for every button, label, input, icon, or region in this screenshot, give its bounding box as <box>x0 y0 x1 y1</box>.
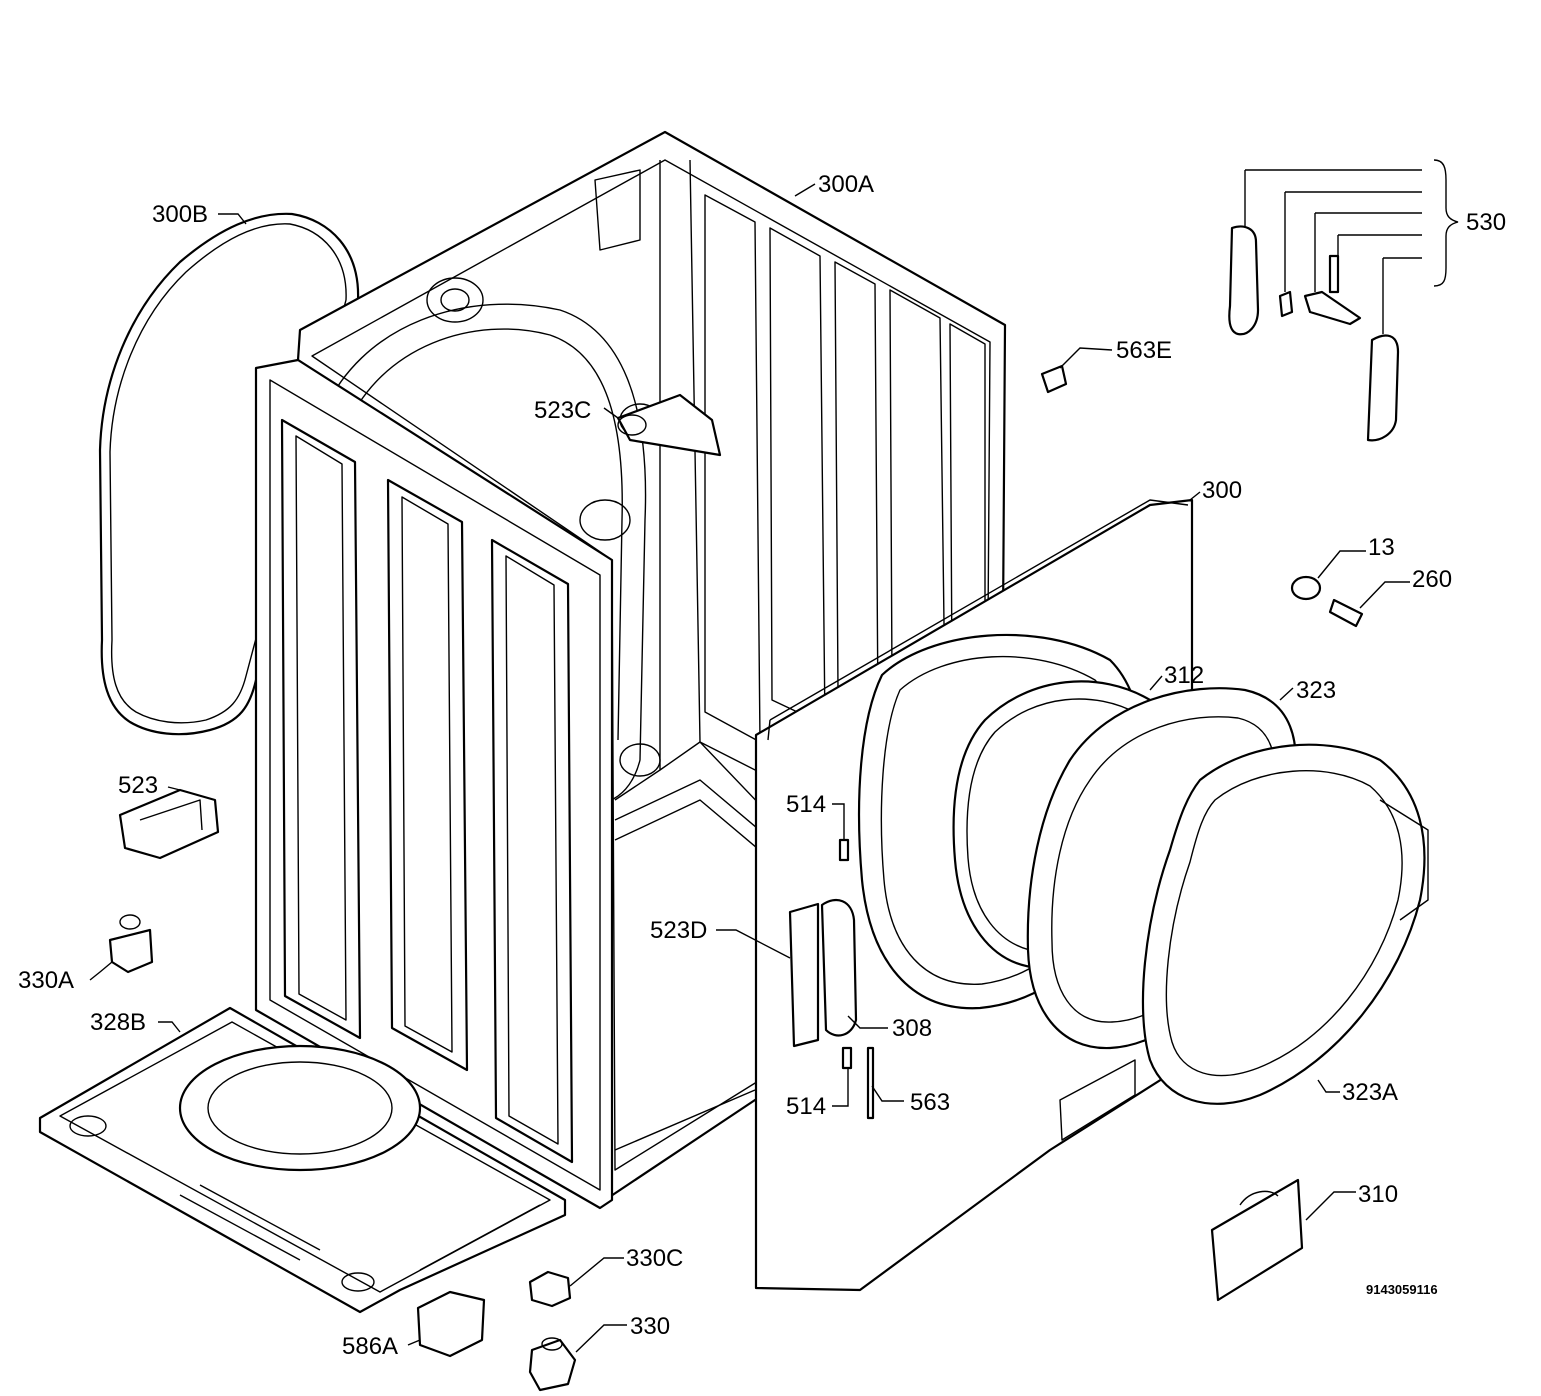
label-300A: 300A <box>818 171 874 198</box>
part-310-flap <box>1210 1178 1304 1302</box>
part-260-spring <box>1328 598 1364 628</box>
label-514-top: 514 <box>786 791 826 818</box>
label-328B: 328B <box>90 1009 146 1036</box>
part-330C-nut <box>528 1270 572 1308</box>
part-523C-clip <box>616 393 722 457</box>
label-523: 523 <box>118 772 158 799</box>
label-300B: 300B <box>152 201 208 228</box>
label-523C: 523C <box>534 397 591 424</box>
leader-lines <box>89 159 1459 1353</box>
part-330-valve <box>528 1337 577 1392</box>
part-586A-support <box>416 1290 486 1358</box>
label-530: 530 <box>1466 209 1506 236</box>
part-323A-outer-door <box>1141 743 1429 1105</box>
part-514-screw-top <box>838 838 850 862</box>
part-labels: 300A 300B 530 563E 523C 300 13 260 312 3… <box>18 171 1506 1360</box>
part-13-bushing <box>1290 575 1322 601</box>
part-563E-switch <box>1040 364 1068 394</box>
part-530-hinge-group <box>1228 225 1400 442</box>
label-310: 310 <box>1358 1181 1398 1208</box>
label-330C: 330C <box>626 1245 683 1272</box>
label-330: 330 <box>630 1313 670 1340</box>
document-code: 9143059116 <box>1366 1282 1438 1297</box>
label-308: 308 <box>892 1015 932 1042</box>
label-13: 13 <box>1368 534 1395 561</box>
label-514-bottom: 514 <box>786 1093 826 1120</box>
label-300: 300 <box>1202 477 1242 504</box>
part-523-clip <box>118 788 220 860</box>
label-323: 323 <box>1296 677 1336 704</box>
part-side-panel <box>254 358 614 1210</box>
label-586A: 586A <box>342 1333 398 1360</box>
label-563E: 563E <box>1116 337 1172 364</box>
label-563: 563 <box>910 1089 950 1116</box>
part-330A-valve <box>108 914 154 974</box>
label-330A: 330A <box>18 967 74 994</box>
part-328B-base <box>38 1006 567 1314</box>
label-260: 260 <box>1412 566 1452 593</box>
part-514-screw-bottom <box>841 1046 853 1070</box>
label-312: 312 <box>1164 662 1204 689</box>
part-523D-hinge-plate <box>788 898 858 1048</box>
label-523D: 523D <box>650 917 707 944</box>
label-323A: 323A <box>1342 1079 1398 1106</box>
part-563-rod <box>866 1046 875 1120</box>
